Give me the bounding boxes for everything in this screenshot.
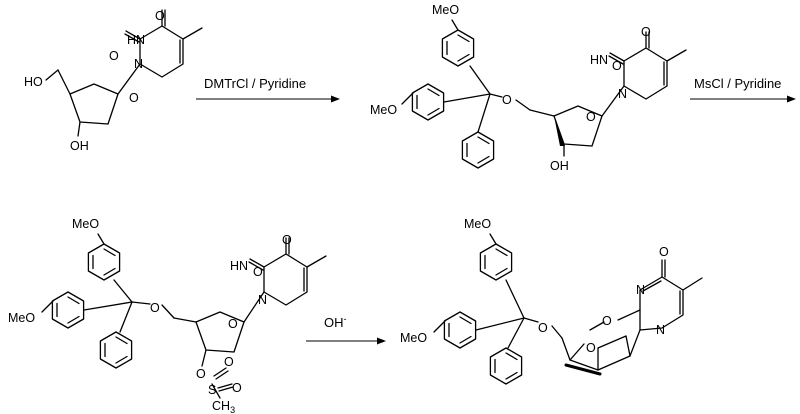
atom-label: MeO [432, 3, 459, 17]
atom-label: O [282, 233, 292, 247]
atom-label: O [612, 59, 622, 73]
atom-label: O [228, 317, 238, 331]
reaction-arrow-1 [196, 95, 340, 103]
atom-label: MeO [464, 217, 491, 231]
atom-label: OH [550, 159, 569, 173]
atom-label: CH3 [212, 399, 235, 414]
atom-label: MeO [400, 331, 427, 345]
reaction-arrow-2 [690, 95, 796, 103]
molecule-thymidine [45, 9, 203, 137]
atom-label: MeO [370, 103, 397, 117]
atom-label: O [150, 301, 160, 315]
atom-label: O [602, 314, 612, 328]
reagent-dmtrcl-pyridine: DMTrCl / Pyridine [204, 76, 306, 91]
atom-label: O [129, 91, 139, 105]
atom-label: N [618, 87, 627, 101]
atom-label: OH [70, 139, 89, 153]
reagent-hydroxide: OH- [324, 314, 347, 330]
atom-label: O [586, 110, 596, 124]
atom-label: N [134, 57, 143, 71]
atom-label: HN [230, 259, 248, 273]
atom-label: N [656, 323, 665, 337]
atom-label: O [196, 367, 206, 381]
atom-label: MeO [8, 311, 35, 325]
atom-label: O [224, 355, 234, 369]
atom-label: N [258, 293, 267, 307]
atom-label: O [109, 49, 119, 63]
molecule-anhydro-thymidine [433, 233, 703, 385]
atom-label: S [208, 383, 216, 397]
reaction-arrow-3 [306, 337, 386, 345]
molecule-dmtr-thymidine [401, 19, 687, 169]
atom-label: O [253, 265, 263, 279]
atom-label: HN [127, 33, 145, 47]
atom-label: O [502, 93, 512, 107]
reagent-mscl-pyridine: MsCl / Pyridine [694, 76, 781, 91]
atom-label: O [155, 9, 165, 23]
atom-label: N [636, 283, 645, 297]
atom-label: O [538, 321, 548, 335]
atom-label: MeO [72, 217, 99, 231]
atom-label: O [586, 341, 596, 355]
atom-label: O [641, 25, 651, 39]
atom-label: HO [24, 75, 43, 89]
molecule-dmtr-mesylate [41, 233, 327, 399]
atom-label: O [232, 381, 242, 395]
atom-label: HN [590, 53, 608, 67]
atom-label: O [659, 245, 669, 259]
